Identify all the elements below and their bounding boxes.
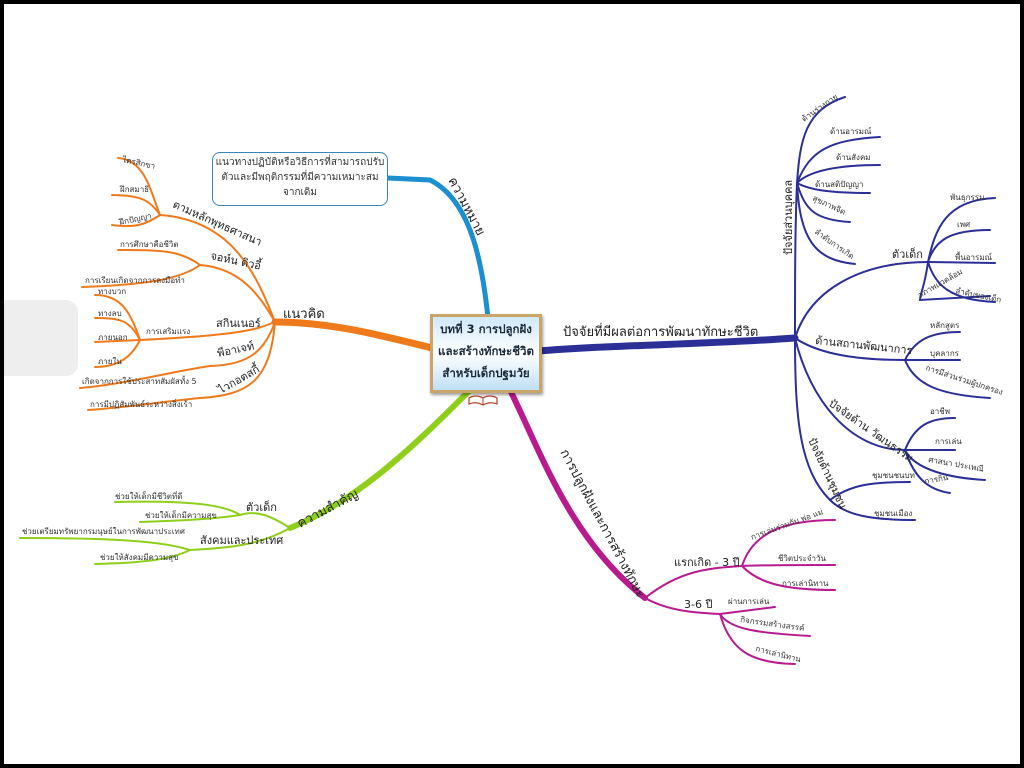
central-topic[interactable]: บทที่ 3 การปลูกฝัง และสร้างทักษะชีวิต สำ… [430, 314, 542, 393]
branch-meaning[interactable] [385, 175, 491, 321]
leaf: การศึกษาคือชีวิต [120, 240, 179, 249]
branch-label-concept: แนวคิด [283, 307, 325, 322]
branch-label-factors: ปัจจัยที่มีผลต่อการพัฒนาทักษะชีวิต [563, 323, 758, 340]
leaf: การเรียนเกิดจากการลงมือทำ [85, 276, 185, 285]
leaf: ผ่านการเล่น [728, 597, 770, 606]
cultivation-sub-branches [644, 519, 836, 665]
factors-sub-branches [794, 96, 996, 521]
side-panel-handle[interactable] [4, 300, 78, 376]
leaf: ลำดับการเกิด [813, 227, 856, 261]
leaf: ภายใน [98, 357, 122, 366]
leaf: ลำดับของเด็ก [955, 285, 1003, 305]
branch-cultivation[interactable] [507, 387, 648, 601]
leaf: การเล่น [935, 437, 962, 446]
importance-child-label: ตัวเด็ก [246, 500, 277, 514]
leaf: การเล่านิทาน [782, 579, 829, 588]
leaf: ทางลบ [98, 309, 122, 318]
leaf: ด้านร่างกาย [800, 92, 839, 123]
leaf: การมีปฏิสัมพันธ์ระหว่างสิ่งเร้า [90, 398, 192, 409]
leaf: พันธุกรรม [950, 193, 984, 202]
factors-center-label: ด้านสถานพัฒนาการ [815, 334, 913, 357]
concept-skinner-label: สกินเนอร์ [216, 317, 261, 330]
leaf: ชุมชนเมือง [874, 509, 912, 518]
leaf: อาชีพ [930, 407, 950, 416]
leaf: ภายนอก [98, 333, 128, 342]
branch-factors[interactable] [524, 334, 799, 356]
concept-reinforcement-label: การเสริมแรง [146, 327, 190, 336]
mindmap-branches: ความหมาย แนวคิด ตามหลักพุทธศาสนา ไตรสิกข… [19, 92, 1004, 665]
branch-importance[interactable] [287, 387, 473, 531]
center-title-line: บทที่ 3 การปลูกฝัง [440, 322, 532, 336]
leaf: ด้านสังคม [836, 153, 871, 162]
leaf: เกิดจากการใช้ประสาทสัมผัสทั้ง 5 [82, 375, 197, 386]
meaning-definition-box[interactable]: แนวทางปฏิบัติหรือวิธีการที่สามารถปรับ ตั… [212, 152, 388, 206]
concept-sub-branches [79, 157, 276, 411]
leaf: การเล่นร่วมกับ พ่อ แม่ [750, 507, 825, 542]
leaf: การเล่านิทาน [755, 644, 803, 664]
center-title-line: สำหรับเด็กปฐมวัย [442, 366, 530, 380]
leaf: ช่วยให้เด็กมีชีวิตที่ดี [115, 490, 182, 501]
leaf: พื้นอารมณ์ [955, 251, 993, 262]
leaf: ช่วยให้สังคมมีความสุข [100, 553, 178, 562]
leaf: ทางบวก [98, 287, 126, 296]
branch-label-cultivation: การปลูกฝังและการสร้างทักษะ [556, 447, 647, 601]
leaf: เพศ [957, 220, 970, 229]
importance-sub-branches [19, 500, 291, 565]
meaning-line: ตัวและมีพฤติกรรมที่มีความเหมาะสม [221, 172, 379, 183]
leaf: ด้านอารมณ์ [830, 126, 872, 136]
leaf: ด้านสติปัญญา [815, 180, 863, 189]
leaf: ชีวิตประจำวัน [778, 554, 826, 563]
leaf: ช่วยเตรียมทรัพยากรมนุษย์ในการพัฒนาประเทศ [22, 526, 185, 536]
mindmap-canvas: ความหมาย แนวคิด ตามหลักพุทธศาสนา ไตรสิกข… [4, 4, 1020, 764]
leaf: ช่วยให้เด็กมีความสุข [145, 510, 217, 520]
leaf: ฝึกสมาธิ [119, 185, 149, 194]
leaf: การกิน [924, 473, 950, 486]
branch-concept[interactable] [271, 318, 444, 354]
factors-culture-label: ปัจจัยด้าน วัฒนธรรม [826, 397, 915, 465]
importance-society-label: สังคมและประเทศ [200, 534, 283, 547]
factors-personal-label: ปัจจัยส่วนบุคคล [782, 180, 795, 255]
meaning-line: แนวทางปฏิบัติหรือวิธีการที่สามารถปรับ [215, 157, 385, 168]
cultivation-age3-6-label: 3-6 ปี [684, 598, 712, 611]
leaf: การมีส่วนร่วมผู้ปกครอง [924, 363, 1004, 398]
branch-label-importance: ความสำคัญ [295, 487, 361, 532]
branch-label-meaning: ความหมาย [444, 175, 487, 238]
cultivation-age0-3-label: แรกเกิด - 3 ปี [674, 556, 740, 569]
book-icon [468, 395, 498, 406]
leaf: ชุมชนชนบท [872, 471, 915, 480]
leaf: บุคลากร [930, 349, 960, 358]
factors-child-label: ตัวเด็ก [892, 247, 923, 261]
leaf: หลักสูตร [930, 321, 960, 331]
center-title-line: และสร้างทักษะชีวิต [438, 344, 534, 358]
meaning-line: จากเดิม [282, 187, 318, 198]
